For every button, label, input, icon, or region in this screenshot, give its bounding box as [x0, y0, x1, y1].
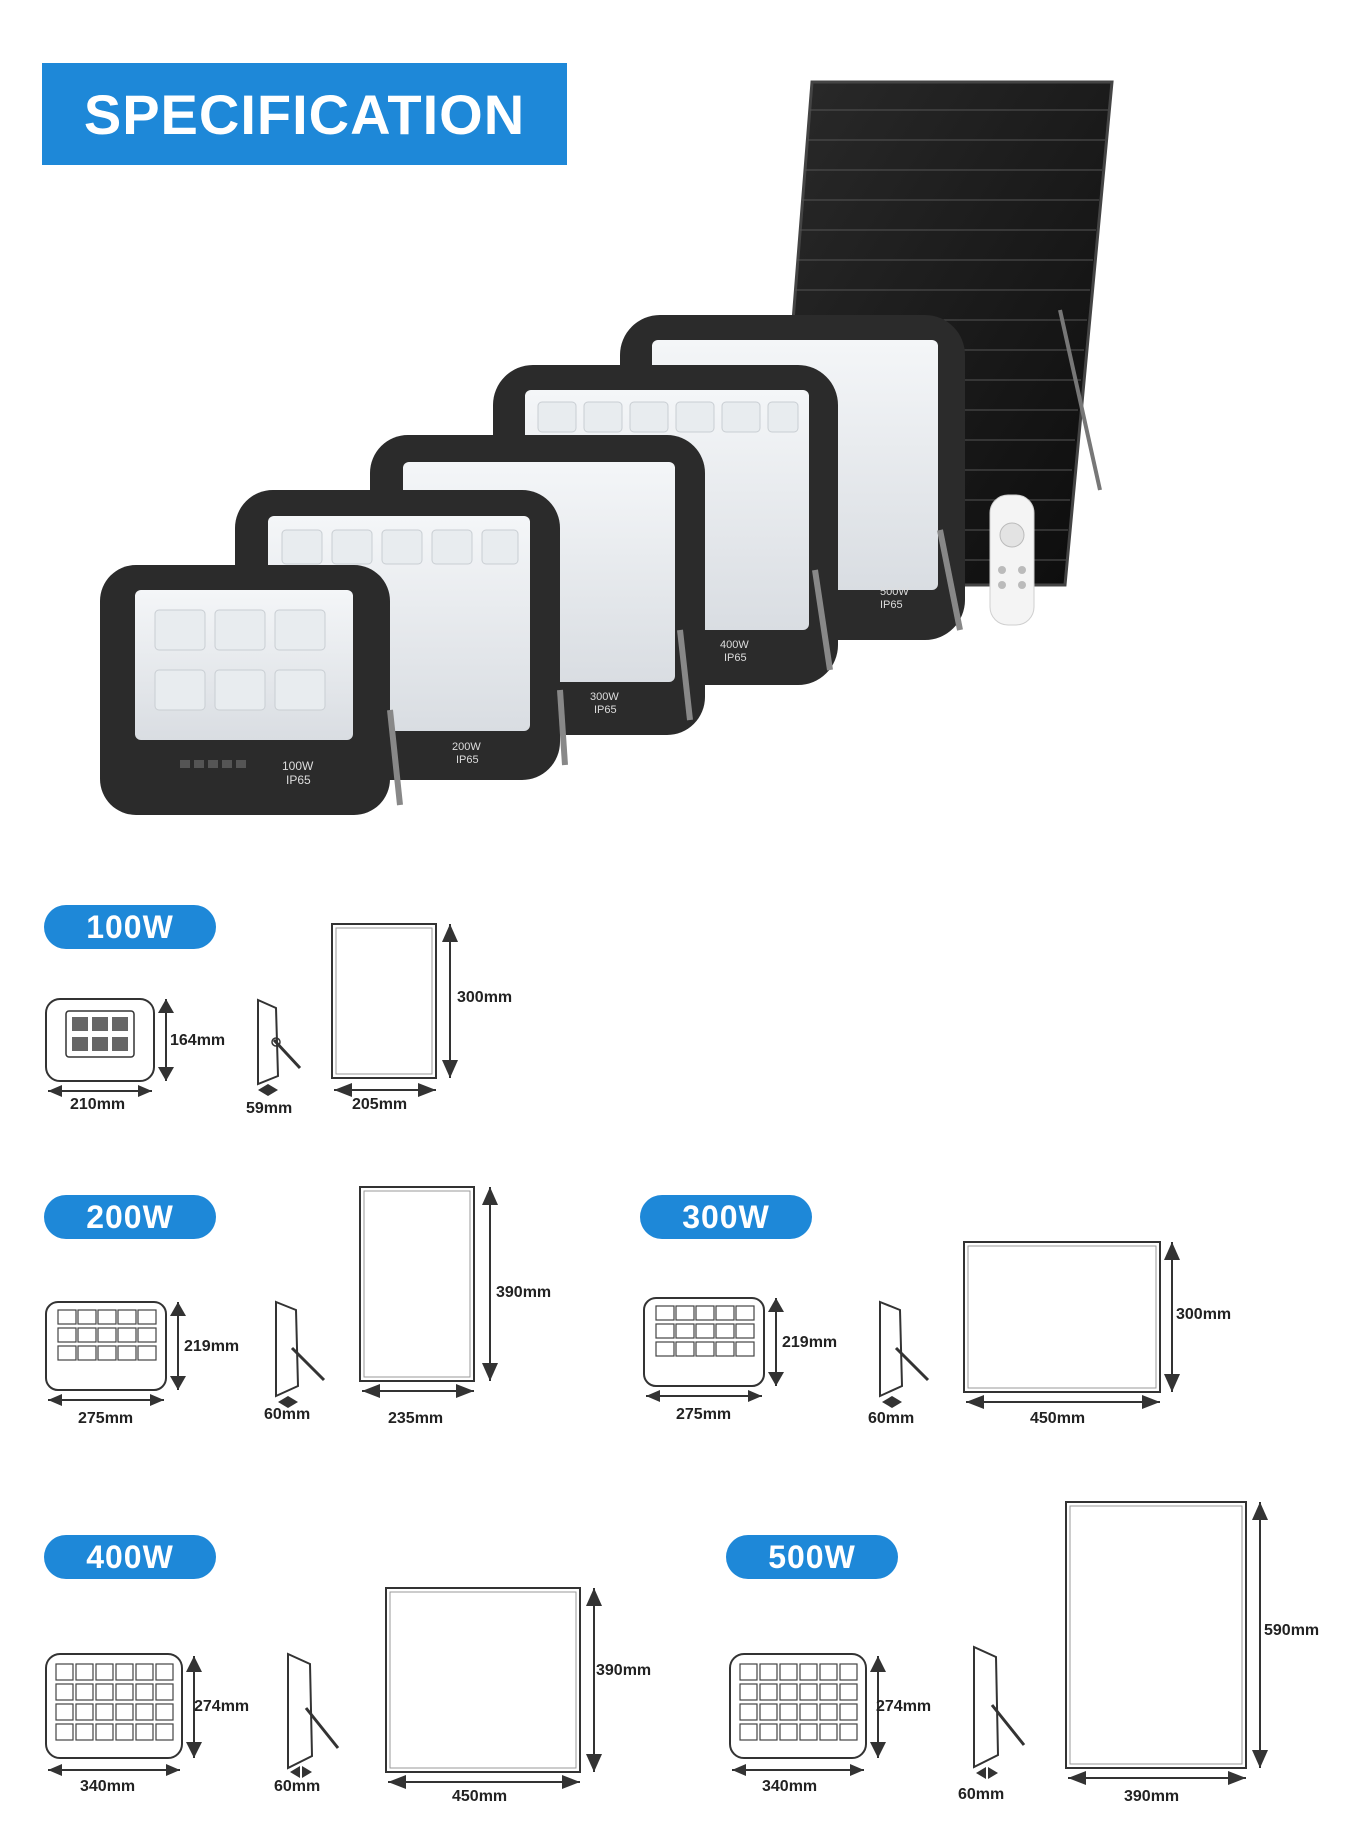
floodlight-500w-ip: IP65	[880, 599, 903, 611]
floodlight-300w-ip: IP65	[594, 704, 617, 716]
floodlight-200w-ip: IP65	[456, 754, 479, 766]
spec-500w-depth: 60mm	[958, 1786, 1005, 1803]
spec-200w-light-side-drawing	[275, 1300, 326, 1408]
section-title-banner: SPECIFICATION	[42, 63, 567, 165]
spec-100w-light-side-drawing	[257, 998, 302, 1096]
spec-300w-panel-drawing	[963, 1241, 1180, 1409]
spec-400w-depth: 60mm	[274, 1778, 321, 1795]
spec-500w-light-front-drawing	[729, 1653, 886, 1776]
spec-500w-panel-drawing	[1065, 1501, 1268, 1785]
product-hero-illustration: 500W IP65 400W IP65 300W IP65 200W IP6	[100, 80, 1114, 815]
spec-200w-panel-height: 390mm	[496, 1284, 552, 1301]
spec-300w-badge: 300W	[640, 1195, 812, 1239]
spec-100w-badge: 100W	[44, 905, 216, 949]
spec-100w-light-width: 210mm	[70, 1096, 126, 1113]
spec-100w-panel-width: 205mm	[352, 1096, 408, 1113]
spec-400w-light-height: 274mm	[194, 1698, 250, 1715]
spec-300w-panel-height: 300mm	[1176, 1306, 1232, 1323]
spec-200w-light-front-drawing	[45, 1301, 186, 1406]
spec-100w-panel-height: 300mm	[457, 989, 513, 1006]
floodlight-500w-watt: 500W	[880, 586, 909, 598]
spec-400w-panel-drawing	[385, 1587, 602, 1789]
spec-400w-badge: 400W	[44, 1535, 216, 1579]
floodlight-300w-watt: 300W	[590, 691, 619, 703]
spec-200w-light-width: 275mm	[78, 1410, 134, 1427]
spec-200w-badge: 200W	[44, 1195, 216, 1239]
spec-300w-light-side-drawing	[879, 1300, 930, 1408]
spec-400w-light-side-drawing	[287, 1652, 340, 1778]
floodlight-100w-ip: IP65	[286, 773, 311, 787]
spec-200w-light-height: 219mm	[184, 1338, 240, 1355]
spec-500w-light-width: 340mm	[762, 1778, 818, 1795]
spec-100w-panel-drawing	[331, 923, 458, 1097]
spec-100w-light-front-drawing	[45, 998, 174, 1097]
floodlight-100w-image: 100W IP65	[100, 565, 403, 815]
spec-300w-depth: 60mm	[868, 1410, 915, 1427]
spec-500w-panel-width: 390mm	[1124, 1788, 1180, 1805]
spec-400w-light-front-drawing	[45, 1653, 202, 1776]
spec-300w-light-height: 219mm	[782, 1334, 838, 1351]
spec-200w-panel-width: 235mm	[388, 1410, 444, 1427]
spec-100w-depth: 59mm	[246, 1100, 293, 1117]
floodlight-400w-watt: 400W	[720, 639, 749, 651]
spec-400w-panel-width: 450mm	[452, 1788, 508, 1805]
spec-500w-badge: 500W	[726, 1535, 898, 1579]
remote-control-image	[989, 494, 1035, 626]
floodlight-200w-watt: 200W	[452, 741, 481, 753]
spec-400w-light-width: 340mm	[80, 1778, 136, 1795]
spec-300w-light-front-drawing	[643, 1297, 784, 1402]
spec-500w-light-side-drawing	[973, 1645, 1026, 1779]
spec-300w-light-width: 275mm	[676, 1406, 732, 1423]
floodlight-400w-ip: IP65	[724, 652, 747, 664]
spec-500w-panel-height: 590mm	[1264, 1622, 1320, 1639]
spec-500w-light-height: 274mm	[876, 1698, 932, 1715]
spec-100w-light-height: 164mm	[170, 1032, 226, 1049]
floodlight-100w-watt: 100W	[282, 759, 314, 773]
spec-300w-panel-width: 450mm	[1030, 1410, 1086, 1427]
spec-200w-panel-drawing	[359, 1186, 498, 1398]
section-title: SPECIFICATION	[83, 82, 526, 146]
spec-400w-panel-height: 390mm	[596, 1662, 652, 1679]
spec-200w-depth: 60mm	[264, 1406, 311, 1423]
